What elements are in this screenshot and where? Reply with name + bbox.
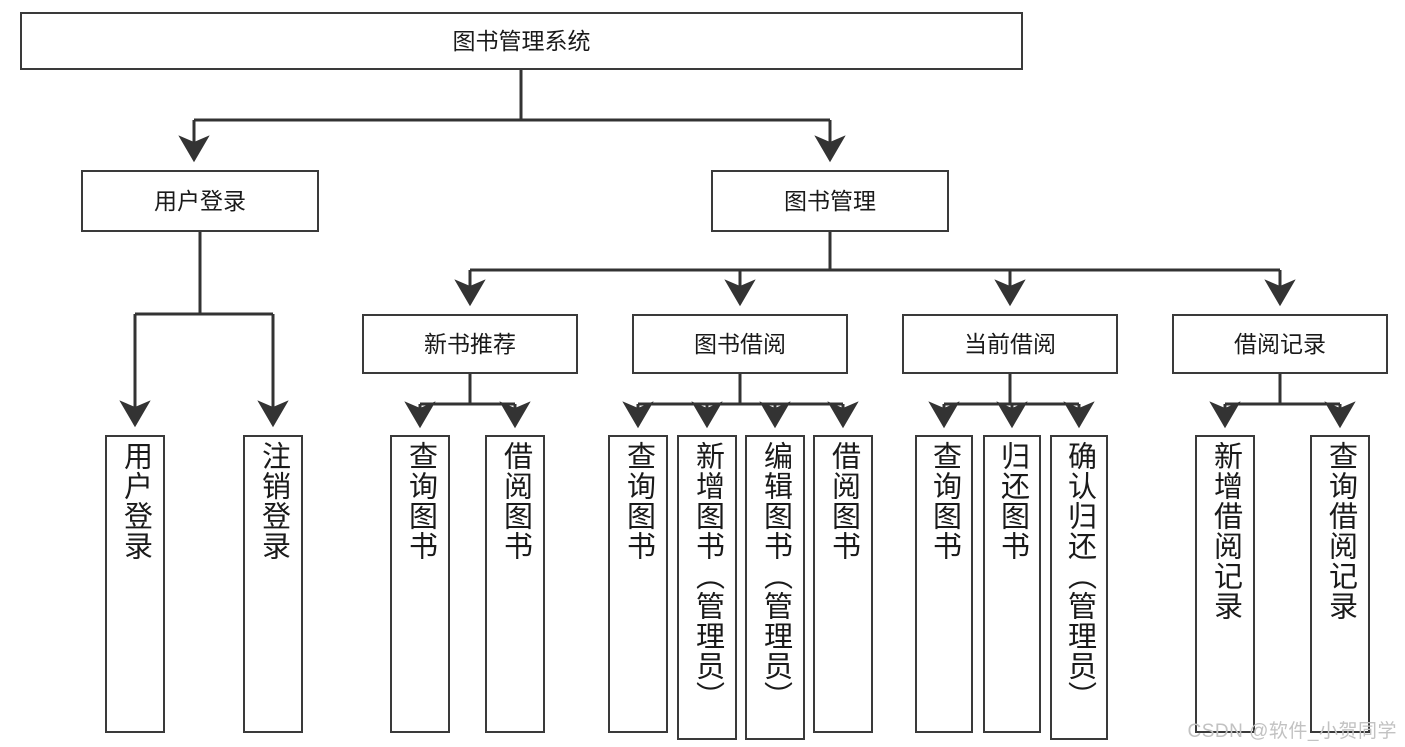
node-leaf-edit-book[interactable]: 编辑图书（管理员）: [745, 435, 805, 740]
node-leaf-add-record-label: 新增借阅记录: [1209, 441, 1242, 621]
node-leaf-borrow-book[interactable]: 借阅图书: [813, 435, 873, 733]
edge-group-user-login: [119, 232, 289, 428]
node-new-book-rec[interactable]: 新书推荐: [362, 314, 578, 374]
node-leaf-confirm-return[interactable]: 确认归还（管理员）: [1050, 435, 1108, 740]
node-leaf-query-book-cur[interactable]: 查询图书: [915, 435, 973, 733]
node-current-borrow[interactable]: 当前借阅: [902, 314, 1118, 374]
node-leaf-query-book-borrow-label: 查询图书: [622, 441, 655, 561]
node-current-borrow-label: 当前借阅: [964, 330, 1056, 357]
node-leaf-confirm-return-label: 确认归还（管理员）: [1063, 441, 1096, 711]
node-leaf-query-book-borrow[interactable]: 查询图书: [608, 435, 668, 733]
node-leaf-return-book-label: 归还图书: [996, 441, 1029, 561]
node-leaf-borrow-book-rec[interactable]: 借阅图书: [485, 435, 545, 733]
node-leaf-edit-book-label: 编辑图书（管理员）: [759, 441, 792, 711]
node-new-book-rec-label: 新书推荐: [424, 330, 516, 357]
edge-group-current-borrow: [928, 374, 1095, 429]
edge-group-book-manage: [454, 232, 1296, 307]
node-user-login[interactable]: 用户登录: [81, 170, 319, 232]
node-leaf-add-record[interactable]: 新增借阅记录: [1195, 435, 1255, 733]
edge-group-new-book-rec: [404, 374, 531, 429]
node-book-manage-label: 图书管理: [784, 187, 876, 214]
node-leaf-return-book[interactable]: 归还图书: [983, 435, 1041, 733]
node-leaf-logout[interactable]: 注销登录: [243, 435, 303, 733]
node-user-login-label: 用户登录: [154, 187, 246, 214]
edge-group-book-borrow: [622, 374, 859, 429]
node-borrow-record-label: 借阅记录: [1234, 330, 1326, 357]
node-leaf-query-book-rec[interactable]: 查询图书: [390, 435, 450, 733]
node-leaf-add-book[interactable]: 新增图书（管理员）: [677, 435, 737, 740]
node-book-borrow[interactable]: 图书借阅: [632, 314, 848, 374]
edge-group-borrow-record: [1209, 374, 1356, 429]
node-borrow-record[interactable]: 借阅记录: [1172, 314, 1388, 374]
node-leaf-query-record-label: 查询借阅记录: [1324, 441, 1357, 621]
node-leaf-user-login[interactable]: 用户登录: [105, 435, 165, 733]
node-book-borrow-label: 图书借阅: [694, 330, 786, 357]
node-leaf-user-login-label: 用户登录: [119, 441, 152, 561]
csdn-watermark: CSDN @软件_小贺同学: [1187, 721, 1397, 742]
node-leaf-query-record[interactable]: 查询借阅记录: [1310, 435, 1370, 733]
node-root[interactable]: 图书管理系统: [20, 12, 1023, 70]
edge-group-root: [178, 70, 846, 163]
node-leaf-query-book-rec-label: 查询图书: [404, 441, 437, 561]
node-leaf-add-book-label: 新增图书（管理员）: [691, 441, 724, 711]
node-leaf-borrow-book-rec-label: 借阅图书: [499, 441, 532, 561]
node-leaf-borrow-book-label: 借阅图书: [827, 441, 860, 561]
node-leaf-logout-label: 注销登录: [257, 441, 290, 561]
node-book-manage[interactable]: 图书管理: [711, 170, 949, 232]
node-leaf-query-book-cur-label: 查询图书: [928, 441, 961, 561]
node-root-label: 图书管理系统: [452, 27, 591, 54]
